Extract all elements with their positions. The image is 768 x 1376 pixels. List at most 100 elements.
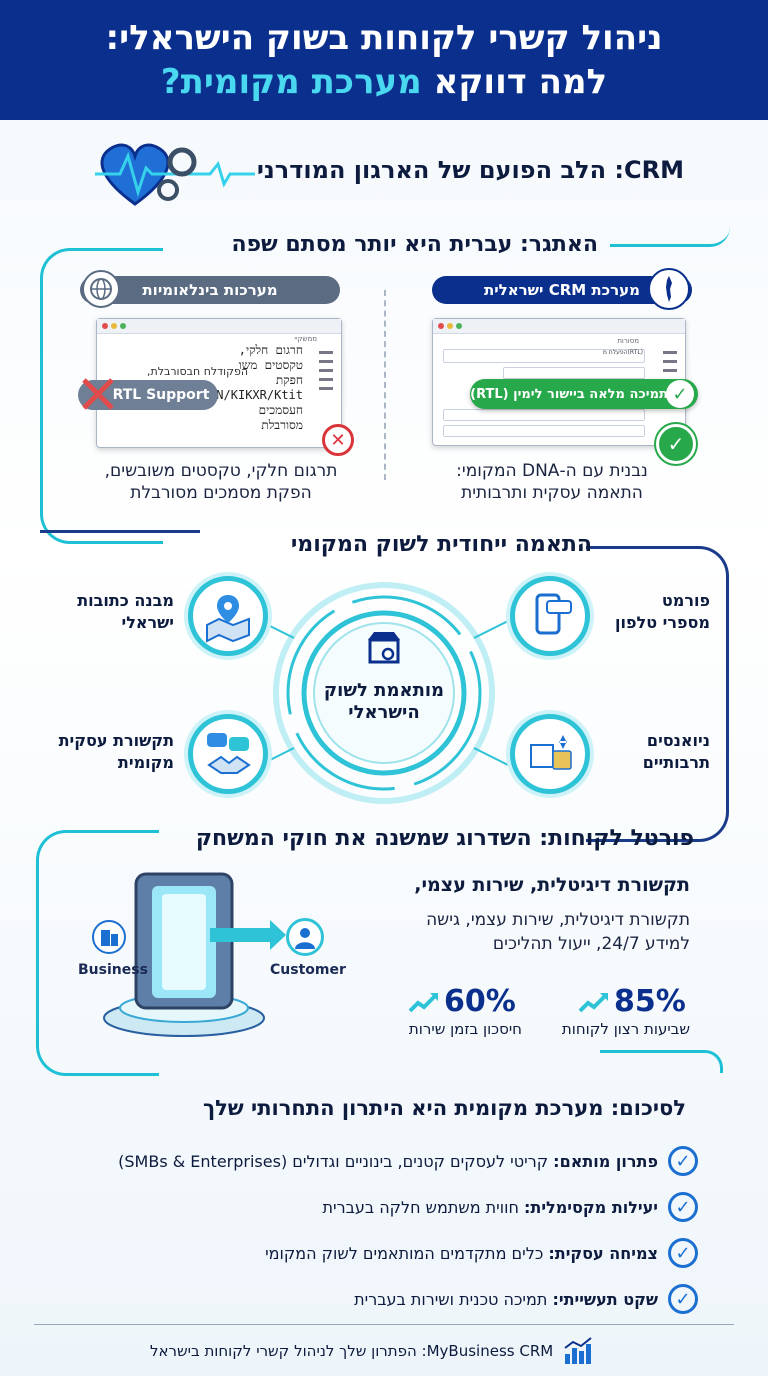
center-label-line: הישראלי xyxy=(348,702,420,723)
footer-divider xyxy=(34,1324,734,1325)
challenge-title: האתגר: עברית היא יותר מסתם שפה xyxy=(231,232,598,257)
map-pin-icon xyxy=(188,576,268,656)
cultural-nuance-icon xyxy=(510,714,590,794)
local-field xyxy=(503,367,645,379)
local-fit-title: התאמה ייחודית לשוק המקומי xyxy=(290,532,592,557)
error-icon: ✕ xyxy=(322,424,354,456)
garbled-line: חפקת xyxy=(275,373,303,387)
stat1-label: שביעות רצון לקוחות xyxy=(561,1020,690,1038)
israel-map-icon xyxy=(648,268,690,310)
portal-illustration xyxy=(103,872,286,1037)
summary-item: ✓ יעילות מקסימלית: חווית משתמש חלקה בעבר… xyxy=(58,1184,698,1230)
footer-text: MyBusiness CRM: הפתרון שלך לניהול קשרי ל… xyxy=(150,1342,554,1360)
garbled-line: הפקודלח חבסורבלת, xyxy=(147,365,249,378)
summary-item-desc: חווית משתמש חלקה בעברית xyxy=(322,1197,524,1217)
stat1-value: 85% xyxy=(614,984,686,1019)
local-caption-line: נבנית עם ה-DNA המקומי: xyxy=(456,461,648,481)
intl-systems-pill: מערכות בינלאומיות xyxy=(80,276,340,304)
success-icon: ✓ xyxy=(656,424,696,464)
address-label-line: ישראלי xyxy=(121,613,174,632)
trend-up-icon xyxy=(408,992,438,1012)
summary-item-desc: תמיכה טכנית ושירות בעברית xyxy=(354,1289,553,1309)
phone-label-line: פורמט xyxy=(661,591,710,610)
intl-caption: תרגום חלקי, טקסטים משובשים, הפקת מסמכים … xyxy=(86,460,356,504)
summary-item-desc: כלים מתקדמים המותאמים לשוק המקומי xyxy=(265,1243,549,1263)
center-rings xyxy=(254,582,514,804)
circuit-line xyxy=(40,530,200,553)
garbled-line: N/KIKXR/Ktit xyxy=(216,388,303,402)
circuit-line xyxy=(610,214,730,247)
comm-label-line: תקשורת עסקית xyxy=(58,731,174,750)
portal-text: תקשורת דיגיטלית, שירות עצמי, גישה למידע … xyxy=(426,908,690,956)
full-rtl-badge: תמיכה מלאה ביישור לימין (RTL) xyxy=(470,379,698,409)
portal-title: פורטל לקוחות: השדרוג שמשנה את חוקי המשחק xyxy=(195,826,694,851)
culture-label-line: תרבותיים xyxy=(642,753,710,772)
phone-format-icon xyxy=(510,576,590,656)
sidebar-icons xyxy=(663,345,677,378)
phone-format-label: פורמט מספרי טלפון xyxy=(615,590,710,634)
garbled-line: חעסמכים xyxy=(258,403,303,417)
heart-gear-icon xyxy=(95,143,255,206)
cultural-nuance-label: ניואנסים תרבותיים xyxy=(643,730,710,774)
intro-title: CRM: הלב הפועם של הארגון המודרני xyxy=(256,156,684,184)
summary-item-bold: צמיחה עסקית: xyxy=(548,1243,658,1263)
building-icon xyxy=(92,920,126,954)
local-window-label: מסורות xyxy=(617,337,639,345)
check-circle-icon: ✓ xyxy=(668,1284,698,1314)
circuit-line xyxy=(40,248,163,544)
local-field-label: הפעלת מ(RTL) xyxy=(602,349,643,356)
summary-title: לסיכום: מערכת מקומית היא היתרון התחרותי … xyxy=(202,1096,686,1120)
summary-item-bold: שקט תעשייתי: xyxy=(552,1289,658,1309)
summary-item-bold: פתרון מותאם: xyxy=(553,1151,658,1171)
address-format-label: מבנה כתובות ישראלי xyxy=(74,590,174,634)
rtl-support-label: RTL Support xyxy=(112,387,210,403)
footer: MyBusiness CRM: הפתרון שלך לניהול קשרי ל… xyxy=(150,1336,595,1366)
portal-text-line: תקשורת דיגיטלית, שירות עצמי, גישה xyxy=(426,910,690,930)
stat-satisfaction: 85% xyxy=(578,984,686,1019)
check-circle-icon: ✓ xyxy=(668,1192,698,1222)
handshake-chat-icon xyxy=(188,714,268,794)
summary-item-bold: יעילות מקסימלית: xyxy=(524,1197,658,1217)
circuit-line xyxy=(586,546,729,842)
page-header: ניהול קשרי לקוחות בשוק הישראלי: למה דווק… xyxy=(0,0,768,120)
local-pill-label: מערכת CRM ישראלית xyxy=(483,281,641,299)
garbled-line: חרגום חלקי, xyxy=(238,343,303,357)
check-circle-icon: ✓ xyxy=(668,1146,698,1176)
intl-pill-label: מערכות בינלאומיות xyxy=(142,281,278,299)
local-caption-line: התאמה עסקית ותרבותית xyxy=(461,483,643,503)
summary-item-text: צמיחה עסקית: כלים מתקדמים המותאמים לשוק … xyxy=(265,1244,658,1263)
phone-label-line: מספרי טלפון xyxy=(615,613,710,632)
check-icon: ✓ xyxy=(666,380,694,408)
divider xyxy=(384,290,386,480)
summary-item-text: יעילות מקסימלית: חווית משתמש חלקה בעברית xyxy=(322,1198,658,1217)
garbled-line: טקסטים משו xyxy=(238,358,303,372)
garbled-text: חרגום חלקי, טקסטים משו חפקת N/KIKXR/Ktit… xyxy=(195,343,303,433)
globe-icon xyxy=(82,270,120,308)
garbled-line: מסורבלת xyxy=(261,418,303,432)
store-search-icon xyxy=(368,632,400,664)
center-label-line: מותאמת לשוק xyxy=(323,680,445,701)
address-label-line: מבנה כתובות xyxy=(77,591,174,610)
summary-item: ✓ שקט תעשייתי: תמיכה טכנית ושירות בעברית xyxy=(58,1276,698,1322)
title-highlight: מערכת מקומית? xyxy=(160,62,422,102)
summary-list: ✓ פתרון מותאם: קריטי לעסקים קטנים, בינונ… xyxy=(58,1138,698,1322)
customer-label: Customer xyxy=(270,962,346,978)
sidebar-icons xyxy=(319,345,333,396)
local-comm-label: תקשורת עסקית מקומית xyxy=(54,730,174,774)
summary-item: ✓ פתרון מותאם: קריטי לעסקים קטנים, בינונ… xyxy=(58,1138,698,1184)
stat2-value: 60% xyxy=(444,984,516,1019)
local-caption: נבנית עם ה-DNA המקומי: התאמה עסקית ותרבו… xyxy=(412,460,692,504)
local-field xyxy=(443,409,645,421)
page-title-line1: ניהול קשרי לקוחות בשוק הישראלי: xyxy=(105,18,663,58)
local-field xyxy=(443,425,645,437)
center-label: מותאמת לשוק הישראלי xyxy=(304,680,464,724)
check-circle-icon: ✓ xyxy=(668,1238,698,1268)
summary-item-text: שקט תעשייתי: תמיכה טכנית ושירות בעברית xyxy=(354,1290,658,1309)
intl-caption-line: תרגום חלקי, טקסטים משובשים, xyxy=(104,461,338,481)
title-part: למה דווקא xyxy=(421,62,608,102)
portal-text-line: למידע 24/7, ייעול תהליכים xyxy=(492,934,690,954)
summary-item-desc: קריטי לעסקים קטנים, בינוניים וגדולים (SM… xyxy=(118,1151,554,1171)
customer-icon xyxy=(286,918,324,956)
summary-item: ✓ צמיחה עסקית: כלים מתקדמים המותאמים לשו… xyxy=(58,1230,698,1276)
culture-label-line: ניואנסים xyxy=(646,731,710,750)
